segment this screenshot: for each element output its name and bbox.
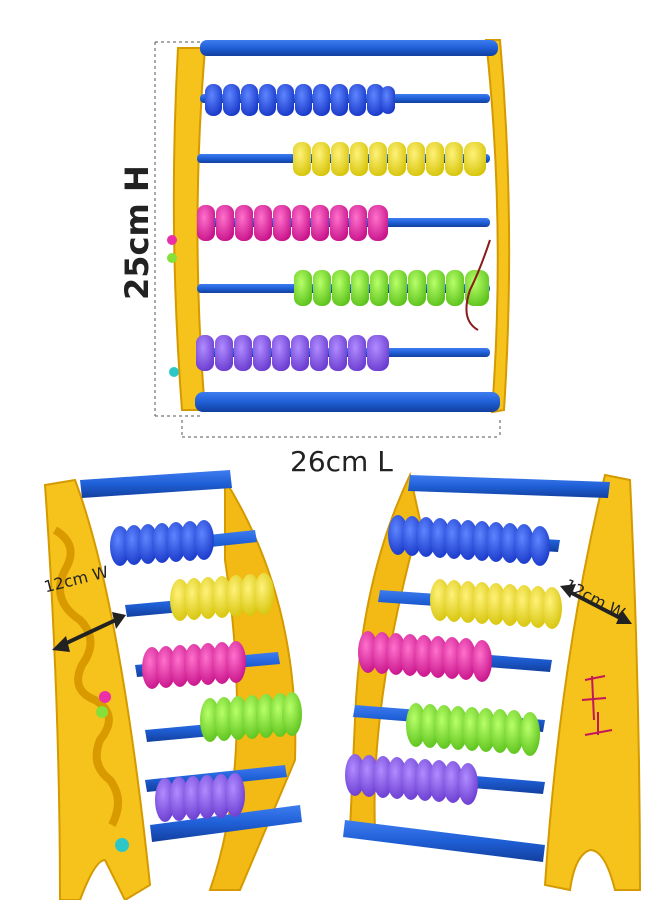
left-width-arrow <box>52 612 126 652</box>
left-beads-purple <box>155 773 245 822</box>
length-dimension-label: 26cm L <box>290 445 393 478</box>
front-beads-purple <box>196 335 389 371</box>
left-front-panel <box>43 478 152 902</box>
left-beads-pink <box>142 641 246 689</box>
left-knob-green <box>96 706 108 718</box>
front-bottom-bar <box>195 392 500 412</box>
right-beads-green <box>406 703 540 756</box>
left-knob-pink <box>99 691 111 703</box>
right-string-figure <box>581 675 613 736</box>
front-beads-yellow <box>293 142 486 176</box>
right-beads-purple <box>345 754 478 805</box>
left-knob-teal <box>115 838 129 852</box>
right-beads-yellow <box>430 579 562 629</box>
right-beads-blue <box>388 515 550 566</box>
right-side-view <box>343 471 642 892</box>
front-top-bar <box>200 40 498 56</box>
front-side-knobs <box>167 235 179 377</box>
left-maze-groove <box>52 526 122 827</box>
front-beads-blue <box>205 84 395 116</box>
front-beads-pink <box>197 205 388 241</box>
right-width-arrow <box>560 584 632 624</box>
front-string-maze <box>465 239 491 331</box>
front-beads-green <box>294 270 489 306</box>
front-right-frame <box>484 39 511 414</box>
dimension-guides <box>154 41 501 438</box>
right-beads-pink <box>358 631 492 682</box>
left-beads-blue <box>110 520 214 566</box>
left-beads-green <box>200 692 302 742</box>
height-dimension-label: 25cm H <box>118 165 156 300</box>
left-beads-yellow <box>170 573 274 621</box>
front-view <box>154 39 511 438</box>
left-side-view <box>43 470 302 902</box>
